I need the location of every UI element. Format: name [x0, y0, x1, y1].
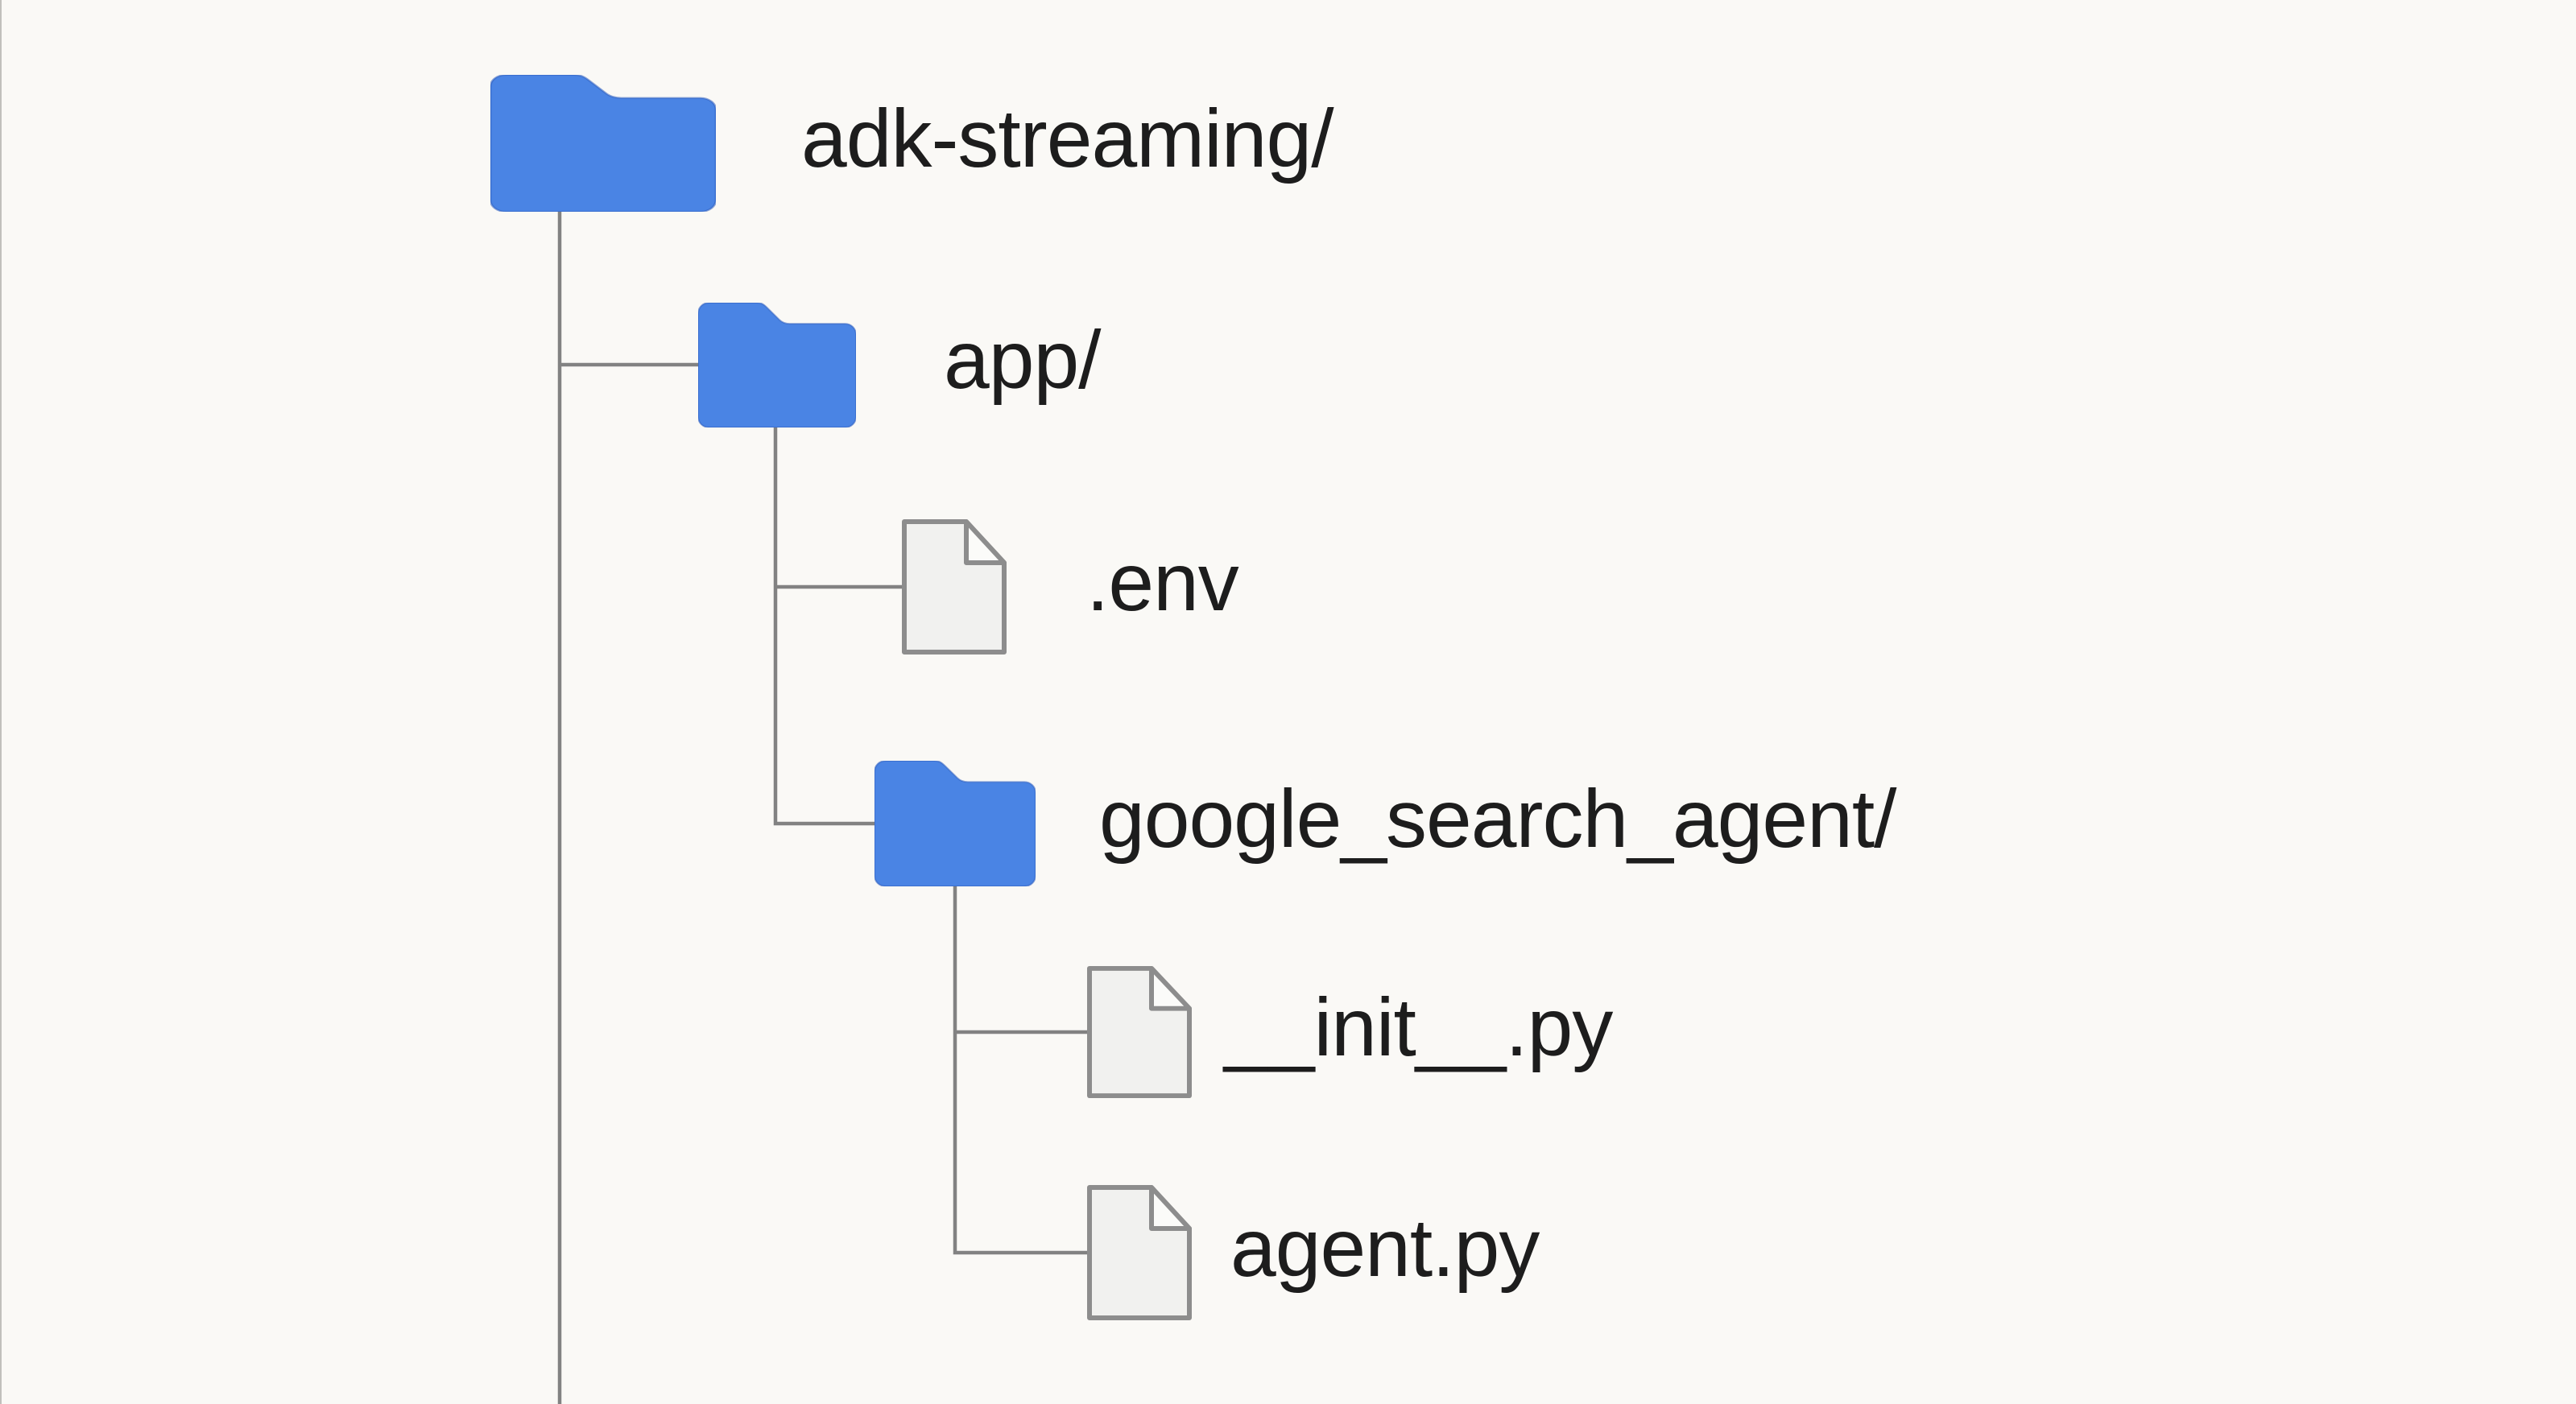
tree-node-label: .env [1086, 535, 1239, 628]
folder-icon [875, 761, 1036, 886]
trunk-line-search-agent [953, 886, 1087, 1255]
tree-node-label: agent.py [1230, 1201, 1540, 1294]
file-icon [900, 518, 1008, 656]
tree-node-label: google_search_agent/ [1099, 772, 1896, 865]
file-icon [1085, 964, 1193, 1100]
trunk-line-app [773, 427, 876, 826]
tree-node-label: app/ [944, 313, 1102, 406]
tree-node-label: adk-streaming/ [801, 92, 1334, 184]
left-edge-line [0, 0, 2, 1404]
folder-icon [490, 75, 716, 212]
file-icon [1085, 1183, 1193, 1322]
tree-node-label: __init__.py [1224, 981, 1613, 1073]
folder-icon [698, 303, 856, 427]
